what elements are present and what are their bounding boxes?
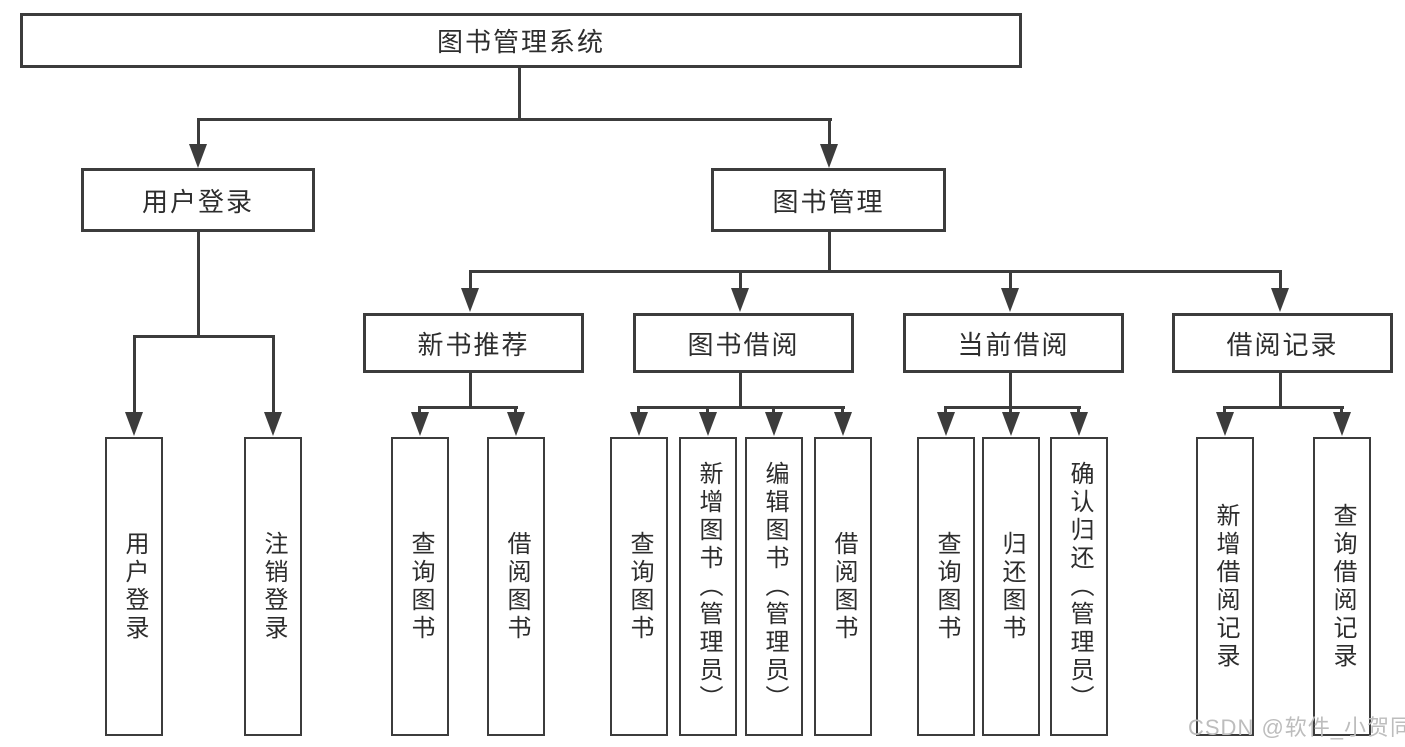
- connector-book-borrow-stub: [739, 270, 742, 290]
- connector-level2-bus: [197, 118, 832, 121]
- arrow-to-leaf-confirm-return: [1070, 412, 1088, 436]
- leaf-borrow-books-1: 借阅图书: [487, 437, 545, 736]
- connector-leaf-stub: [1340, 406, 1343, 414]
- connector-book-mgmt-stub: [828, 118, 831, 146]
- arrow-to-user-login: [189, 144, 207, 168]
- connector-current-borrow-stub: [1009, 270, 1012, 290]
- csdn-watermark: CSDN @软件_小贺同学: [1188, 715, 1405, 740]
- leaf-add-books-admin: 新增图书（管理员）: [679, 437, 737, 736]
- node-book-borrow: 图书借阅: [633, 313, 854, 373]
- connector-new-book-drop: [469, 373, 472, 409]
- arrow-to-leaf-add-books: [699, 412, 717, 436]
- connector-leaf-stub: [637, 406, 640, 414]
- arrow-to-leaf-query-books-2: [630, 412, 648, 436]
- leaf-logout: 注销登录: [244, 437, 302, 736]
- leaf-query-borrow-record: 查询借阅记录: [1313, 437, 1371, 736]
- connector-leaf-login-stub: [133, 335, 136, 413]
- connector-leaf-stub: [944, 406, 947, 414]
- connector-leaf-logout-stub: [272, 335, 275, 413]
- connector-leaf-stub: [706, 406, 709, 414]
- connector-book-borrow-drop: [739, 373, 742, 409]
- arrow-to-borrow-record: [1271, 288, 1289, 312]
- node-book-management: 图书管理: [711, 168, 946, 232]
- arrow-to-leaf-query-books-1: [411, 412, 429, 436]
- connector-book-mgmt-drop: [828, 232, 831, 273]
- node-current-borrow: 当前借阅: [903, 313, 1124, 373]
- node-borrow-records: 借阅记录: [1172, 313, 1393, 373]
- connector-leaf-stub: [1009, 406, 1012, 414]
- leaf-query-books-2: 查询图书: [610, 437, 668, 736]
- leaf-user-login: 用户登录: [105, 437, 163, 736]
- arrow-to-leaf-add-record: [1216, 412, 1234, 436]
- connector-borrow-record-drop: [1279, 373, 1282, 409]
- arrow-to-leaf-edit-books: [765, 412, 783, 436]
- connector-new-book-stub: [469, 270, 472, 290]
- arrow-to-leaf-login: [125, 412, 143, 436]
- connector-root-drop: [518, 68, 521, 121]
- connector-leaf-stub: [418, 406, 421, 414]
- connector-leaf-stub: [841, 406, 844, 414]
- leaf-query-books-3: 查询图书: [917, 437, 975, 736]
- arrow-to-book-mgmt: [820, 144, 838, 168]
- leaf-confirm-return-admin: 确认归还（管理员）: [1050, 437, 1108, 736]
- leaf-add-borrow-record: 新增借阅记录: [1196, 437, 1254, 736]
- arrow-to-leaf-borrow-books-2: [834, 412, 852, 436]
- node-user-login: 用户登录: [81, 168, 315, 232]
- connector-leaf-stub: [1077, 406, 1080, 414]
- connector-level3-bus: [469, 270, 1282, 273]
- connector-group5-bus: [1224, 406, 1344, 409]
- connector-user-login-stub: [197, 118, 200, 146]
- connector-user-login-bus: [133, 335, 275, 338]
- arrow-to-new-book: [461, 288, 479, 312]
- connector-current-borrow-drop: [1009, 373, 1012, 409]
- connector-group3-bus: [638, 406, 845, 409]
- connector-group4-bus: [945, 406, 1081, 409]
- node-new-book-recommend: 新书推荐: [363, 313, 584, 373]
- arrow-to-leaf-return-books: [1002, 412, 1020, 436]
- leaf-query-books-1: 查询图书: [391, 437, 449, 736]
- leaf-edit-books-admin: 编辑图书（管理员）: [745, 437, 803, 736]
- arrow-to-current-borrow: [1001, 288, 1019, 312]
- leaf-return-books: 归还图书: [982, 437, 1040, 736]
- arrow-to-book-borrow: [731, 288, 749, 312]
- connector-user-login-drop: [197, 232, 200, 338]
- connector-leaf-stub: [772, 406, 775, 414]
- connector-borrow-record-stub: [1279, 270, 1282, 290]
- arrow-to-leaf-borrow-books-1: [507, 412, 525, 436]
- arrow-to-leaf-query-record: [1333, 412, 1351, 436]
- connector-leaf-stub: [1223, 406, 1226, 414]
- arrow-to-leaf-logout: [264, 412, 282, 436]
- connector-leaf-stub: [514, 406, 517, 414]
- leaf-borrow-books-2: 借阅图书: [814, 437, 872, 736]
- arrow-to-leaf-query-books-3: [937, 412, 955, 436]
- node-library-management-system: 图书管理系统: [20, 13, 1022, 68]
- connector-group2-bus: [419, 406, 518, 409]
